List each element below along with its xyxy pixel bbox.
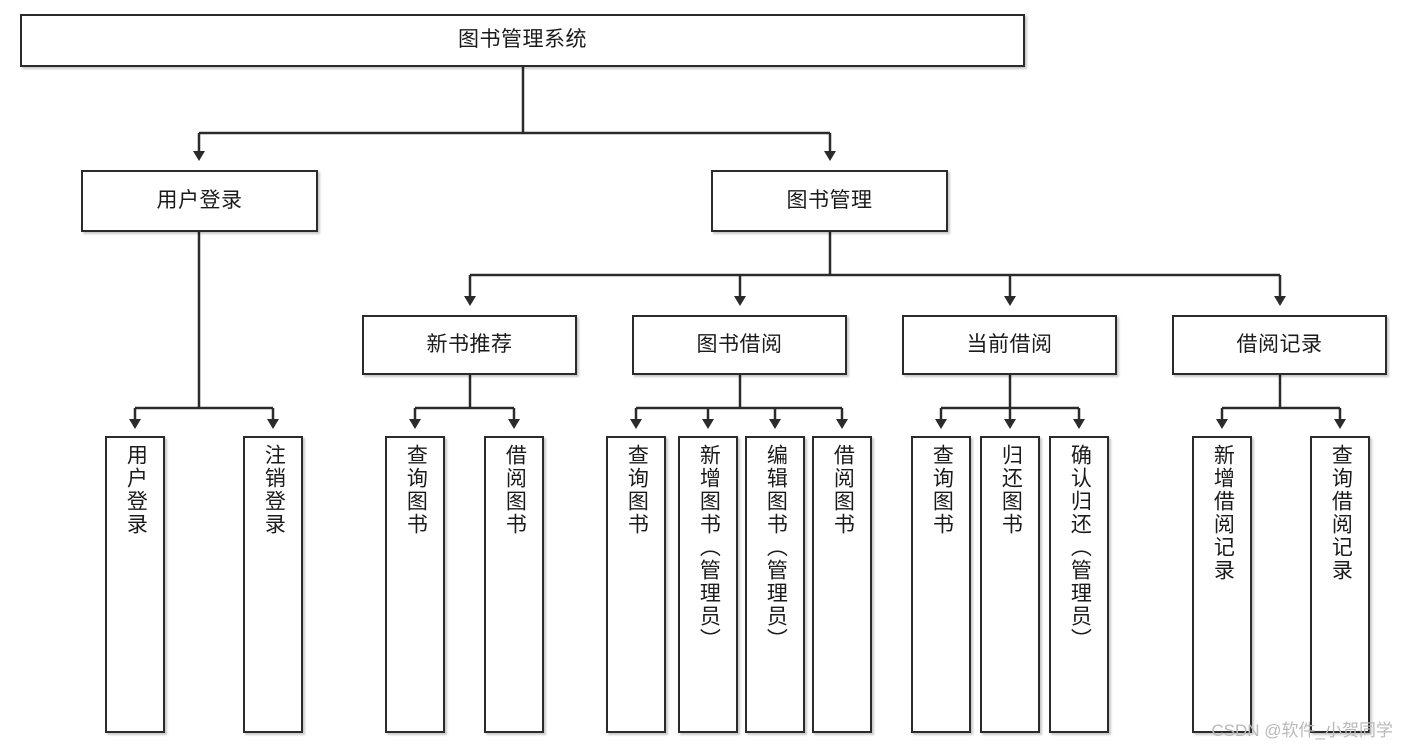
node-borrow-record[interactable]: 借阅记录 — [1172, 315, 1387, 375]
leaf-current-borrow-confirm-return[interactable]: 确认归还（管理员） — [1049, 436, 1109, 733]
node-book-borrow-label: 图书借阅 — [696, 332, 783, 356]
leaf-user-login-logout[interactable]: 注销登录 — [243, 436, 303, 733]
leaf-label: 编辑图书（管理员） — [764, 444, 788, 651]
leaf-current-borrow-query[interactable]: 查询图书 — [911, 436, 971, 733]
node-user-login[interactable]: 用户登录 — [81, 170, 318, 232]
node-root[interactable]: 图书管理系统 — [20, 14, 1025, 67]
leaf-book-borrow-edit[interactable]: 编辑图书（管理员） — [745, 436, 805, 733]
leaf-label: 借阅图书 — [503, 444, 527, 536]
leaf-label: 归还图书 — [999, 444, 1023, 536]
leaf-borrow-record-query[interactable]: 查询借阅记录 — [1310, 436, 1370, 733]
leaf-label: 查询图书 — [625, 444, 649, 536]
leaf-new-book-borrow[interactable]: 借阅图书 — [484, 436, 544, 733]
leaf-label: 注销登录 — [262, 444, 286, 536]
node-book-borrow[interactable]: 图书借阅 — [632, 315, 847, 375]
node-book-management[interactable]: 图书管理 — [711, 170, 948, 232]
leaf-label: 新增图书（管理员） — [697, 444, 721, 651]
leaf-current-borrow-return[interactable]: 归还图书 — [980, 436, 1040, 733]
node-borrow-record-label: 借阅记录 — [1236, 332, 1323, 356]
node-user-login-label: 用户登录 — [156, 188, 243, 212]
node-book-management-label: 图书管理 — [786, 188, 873, 212]
leaf-label: 查询图书 — [930, 444, 954, 536]
leaf-label: 用户登录 — [124, 444, 148, 536]
node-new-book-recommend[interactable]: 新书推荐 — [362, 315, 577, 375]
node-current-borrow-label: 当前借阅 — [966, 332, 1053, 356]
node-current-borrow[interactable]: 当前借阅 — [902, 315, 1117, 375]
leaf-borrow-record-add[interactable]: 新增借阅记录 — [1192, 436, 1252, 733]
leaf-book-borrow-query[interactable]: 查询图书 — [606, 436, 666, 733]
leaf-label: 查询借阅记录 — [1329, 444, 1353, 582]
node-new-book-recommend-label: 新书推荐 — [426, 332, 513, 356]
leaf-label: 查询图书 — [404, 444, 428, 536]
leaf-book-borrow-borrow[interactable]: 借阅图书 — [812, 436, 872, 733]
leaf-new-book-query[interactable]: 查询图书 — [385, 436, 445, 733]
leaf-label: 确认归还（管理员） — [1068, 444, 1092, 651]
leaf-label: 新增借阅记录 — [1211, 444, 1235, 582]
leaf-book-borrow-add[interactable]: 新增图书（管理员） — [678, 436, 738, 733]
leaf-label: 借阅图书 — [831, 444, 855, 536]
leaf-user-login-login[interactable]: 用户登录 — [105, 436, 165, 733]
node-root-label: 图书管理系统 — [458, 28, 587, 52]
